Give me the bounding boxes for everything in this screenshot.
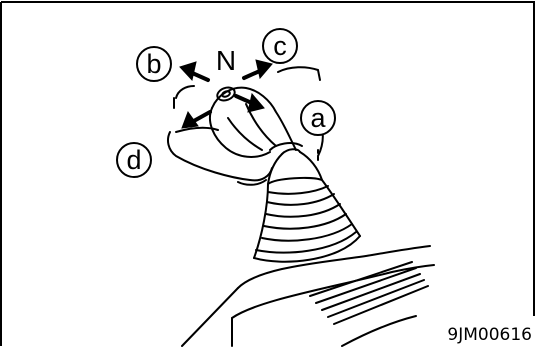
- callout-b: b: [137, 47, 171, 81]
- rubber-boot: [254, 178, 360, 262]
- callout-c-label: c: [273, 31, 287, 61]
- callout-d: d: [117, 143, 151, 177]
- callout-d-label: d: [126, 145, 141, 175]
- console-base: [182, 246, 434, 346]
- arrow-b: [180, 62, 208, 80]
- arrow-d: [182, 112, 210, 128]
- neutral-label: N: [216, 45, 236, 76]
- arrow-c: [244, 60, 272, 78]
- callout-a: a: [301, 101, 335, 135]
- callout-c: c: [263, 29, 297, 63]
- callout-b-label: b: [146, 49, 161, 79]
- figure-id: 9JM00616: [447, 325, 532, 345]
- arrow-a: [236, 94, 264, 112]
- callout-a-label: a: [310, 103, 326, 133]
